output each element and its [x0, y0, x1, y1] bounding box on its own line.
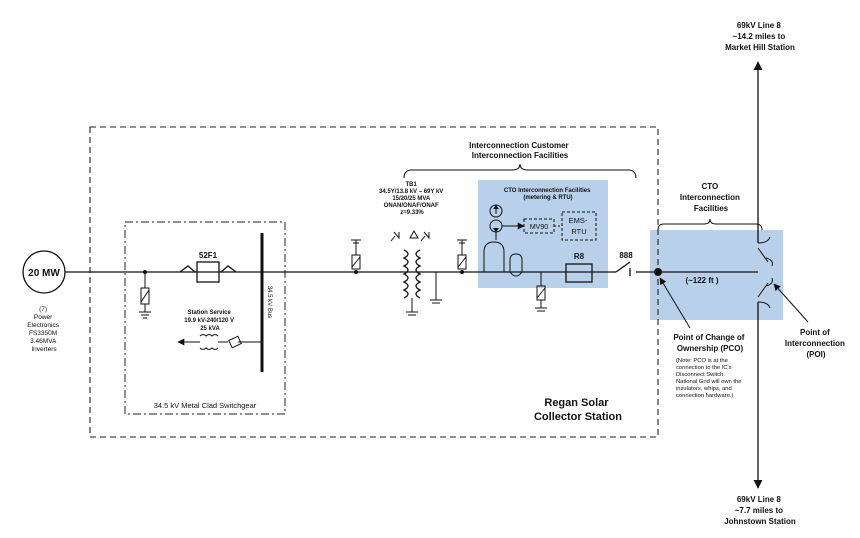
station-service-transformer [177, 334, 262, 350]
ems-rtu-label: EMS- RTU [569, 216, 590, 236]
breaker-52f1-label: 52F1 [199, 251, 218, 260]
inverter-label: (7) Power Electronics FS3350M 3.46MVA In… [27, 306, 61, 353]
pco-note: (Note: PCO is at the connection to the I… [676, 358, 743, 399]
metering-current-transformers [483, 204, 525, 277]
poi-label: Point of Interconnection (POI) [785, 328, 847, 359]
bus-label: 34.5 kV Bus [266, 286, 272, 318]
station-label: Regan Solar Collector Station [534, 397, 622, 423]
surge-arrester-metering [535, 272, 547, 312]
line-south-label: 69kV Line 8 ~7.7 miles to Johnstown Stat… [724, 495, 796, 526]
breaker-52f1 [179, 261, 237, 283]
distance-label: (~122 ft ) [685, 276, 718, 285]
pco-point [654, 268, 662, 276]
generator-label: 20 MW [28, 268, 60, 279]
cto-facilities-label: CTO Interconnection Facilities [680, 182, 742, 213]
poi-pointer [773, 283, 809, 323]
transformer-tb1-label: TB1 34.5Y/13.8 kV – 69Y kV 15/20/25 MVA … [379, 182, 445, 216]
surge-arrester-tb1-left [351, 239, 361, 274]
switch-888 [612, 261, 636, 276]
switchgear-label: 34.5 kV Metal Clad Switchgear [154, 401, 257, 410]
breaker-r8 [565, 263, 593, 283]
cto-metering-highlight [478, 180, 608, 288]
switch-888-label: 888 [619, 251, 633, 260]
surge-arrester-tb1-right [457, 239, 467, 274]
cto-facilities-bracket [657, 218, 763, 231]
line-north-label: 69kV Line 8 ~14.2 miles to Market Hill S… [725, 21, 795, 52]
customer-facilities-bracket [403, 163, 637, 179]
disconnect-switch-south [757, 277, 773, 309]
pco-label: Point of Change of Ownership (PCO) [673, 333, 746, 353]
transformer-tb1 [390, 229, 442, 316]
disconnect-switch-north [757, 236, 773, 267]
surge-arrester-left [139, 270, 151, 319]
switchgear-boundary [124, 221, 286, 415]
ems-rtu-box [561, 211, 597, 241]
cto-line-highlight [650, 230, 783, 320]
cto-metering-title: CTO Interconnection Facilities (metering… [504, 188, 592, 201]
breaker-r8-label: R8 [574, 252, 585, 261]
generator-symbol [22, 250, 66, 294]
station-service-label: Station Service 19.9 kV-240/120 V 25 kVA [184, 310, 235, 332]
station-boundary [89, 126, 659, 438]
pco-pointer [659, 277, 691, 329]
customer-facilities-label: Interconnection Customer Interconnection… [469, 141, 571, 160]
mv90-label: MV90 [530, 224, 548, 231]
